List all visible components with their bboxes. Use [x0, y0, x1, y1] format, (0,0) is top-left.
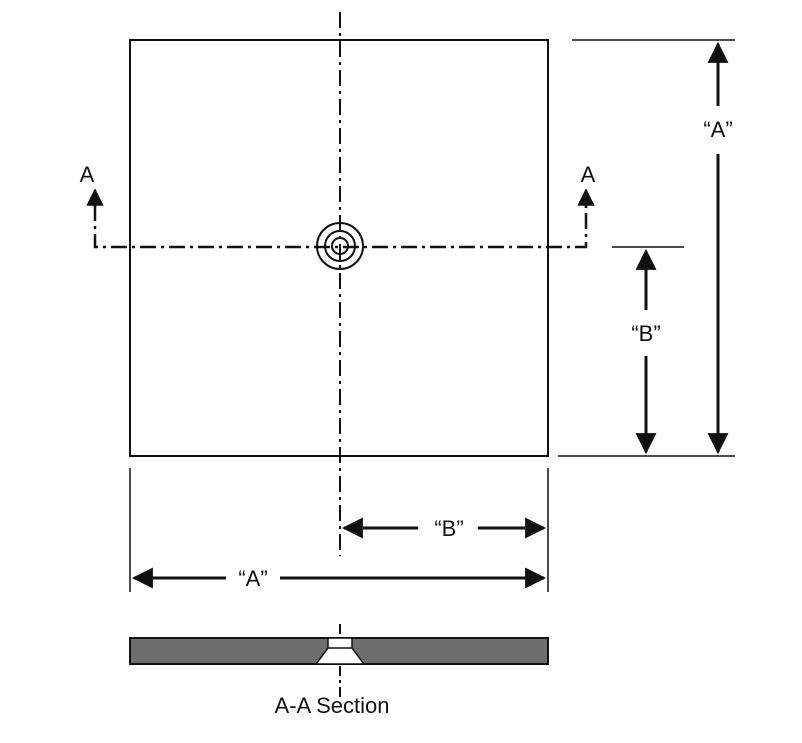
section-marker-left: A: [80, 162, 95, 187]
dim-a-vertical-label: “A”: [703, 117, 732, 142]
drain-hole-inner: [324, 230, 356, 262]
drain-hole-outer: [316, 222, 364, 270]
dim-a-horizontal-label: “A”: [238, 566, 267, 591]
section-caption: A-A Section: [275, 693, 390, 718]
dim-b-horizontal-label: “B”: [434, 516, 463, 541]
section-marker-right: A: [581, 162, 596, 187]
section-line-a-a: [93, 205, 588, 249]
drain-hole-bore: [331, 237, 349, 255]
dim-b-vertical-label: “B”: [631, 321, 660, 346]
